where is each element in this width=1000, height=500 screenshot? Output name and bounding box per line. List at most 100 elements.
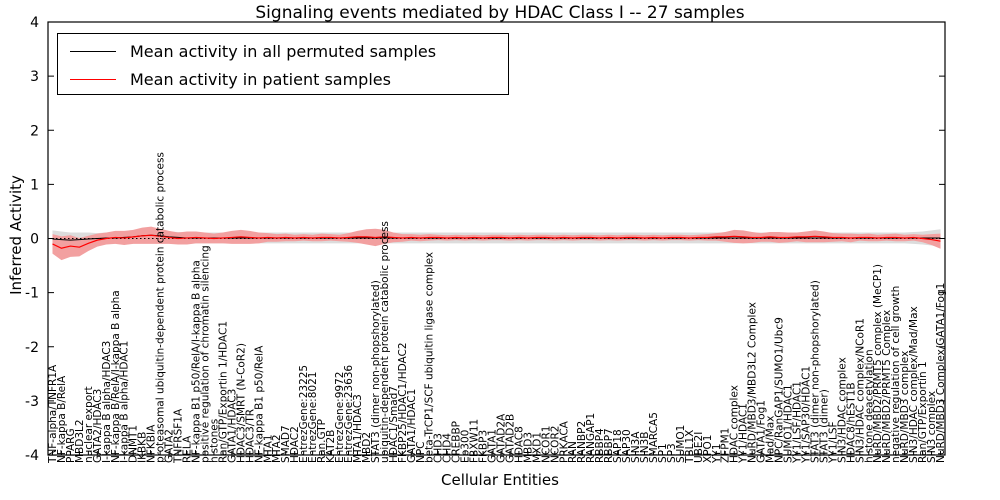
x-tick-label: EntrezGene:23636 [343, 365, 355, 463]
patient-band [52, 226, 941, 261]
legend-line-permuted-icon [70, 50, 116, 52]
x-tick-label: SIN3A [630, 431, 642, 463]
x-tick-label: XPO1 [702, 435, 714, 463]
x-tick-label: NCOR2 [549, 426, 561, 463]
x-tick-label: DNMT1 [128, 425, 140, 463]
x-tick-label: NFKBIA [146, 424, 158, 463]
x-tick-label: positive regulation of chromatin silenci… [199, 245, 211, 463]
x-tick-label: YY1/LSF/HDAC1 [791, 381, 803, 464]
x-tick-label: GATA1 [487, 429, 499, 463]
x-tick-label: SAP18 [612, 429, 624, 463]
x-tick-label: RANGAP1 [585, 413, 597, 463]
x-tick-label: SIN3 complex [926, 391, 938, 463]
legend-entry-permuted: Mean activity in all permuted samples [58, 39, 436, 63]
x-tick-label: HDAC3/TR [244, 409, 256, 463]
x-tick-label: SIN3/HDAC complex/NCoR1 [854, 318, 866, 463]
x-tick-label: SMARCA5 [648, 412, 660, 463]
x-tick-label: YY1 [711, 443, 723, 464]
x-tick-label: GATAD2A [495, 413, 507, 463]
x-tick-label: SUMO1/HDAC1 [783, 384, 795, 463]
x-tick-label: ZFPM1 [720, 428, 732, 463]
x-tick-label: EntrezGene:8021 [307, 372, 319, 463]
x-tick-label: NF-kappa B1 p50/RelA/I-kappa B alpha [191, 260, 203, 463]
x-tick-label: MBD3 [522, 432, 534, 463]
y-tick-label: 0 [30, 232, 39, 248]
legend-entry-patient: Mean activity in patient samples [58, 67, 391, 91]
x-tick-label: Ran/GTP/Exportin 1/HDAC1 [217, 321, 229, 463]
x-tick-label: NF-kappa B/RelA [56, 375, 68, 463]
x-tick-label: NCOR1 [540, 426, 552, 463]
x-tick-label: TBL1X [684, 430, 696, 464]
x-tick-label: PPARG [65, 428, 77, 463]
x-tick-label: HDAC8/hEST1B [845, 382, 857, 463]
patient-mean-line [52, 234, 941, 249]
x-tick-label: HDAC3/SMRT (N-CoR2) [235, 343, 247, 463]
x-tick-label: HDAC1/Smad7 [388, 386, 400, 463]
x-tick-label: negative regulation of cell growth [890, 286, 902, 463]
x-tick-label: MBD3L2 [74, 419, 86, 463]
x-tick-label: NF-kappa B/RelA/I-kappa B alpha [110, 290, 122, 463]
x-tick-label: FBXW11 [469, 419, 481, 463]
legend-line-patient-icon [70, 78, 116, 80]
x-tick-label: SUMO1 [675, 425, 687, 463]
x-tick-label: SIN3B [639, 432, 651, 464]
y-tick-label: 1 [30, 177, 39, 193]
x-tick-label: NuRD/MBD3 Complex/GATA1/Fog1 [935, 283, 947, 463]
x-tick-label: SAP30 [621, 429, 633, 463]
y-axis-label: Inferred Activity [7, 175, 25, 295]
x-tick-label: YY1/HDAC1 [738, 403, 750, 464]
x-tick-label: GATA1/Fog1 [756, 400, 768, 463]
x-tick-label: Ep300 [460, 430, 472, 463]
y-tick-label: 4 [30, 15, 39, 31]
y-tick-label: -1 [25, 286, 39, 302]
x-tick-label: MTA2 [271, 434, 283, 463]
x-tick-label: STAT3 (dimer) [818, 389, 830, 463]
x-tick-label: histone deacetylation [863, 349, 875, 463]
x-tick-label: PRKACA [558, 420, 570, 463]
y-tick-label: 3 [30, 69, 39, 85]
x-tick-label: histones [208, 419, 220, 463]
x-tick-label: EntrezGene:23225 [298, 365, 310, 463]
y-tick-label: -2 [25, 340, 39, 356]
x-tick-label: NuRD/MBD3/MBD3L2 Complex [747, 302, 759, 463]
x-tick-label: proteasomal ubiquitin-dependent protein … [155, 152, 167, 463]
x-tick-label: I-kappa B alpha/HDAC3 [101, 341, 113, 463]
x-tick-label: SIN3/HDAC complex [836, 357, 848, 463]
x-tick-label: NuRD/MBD3 complex [899, 351, 911, 463]
x-tick-label: GATA2 [164, 429, 176, 463]
x-tick-label: NPC/RanGAP1/SUMO1/Ubc9 [774, 317, 786, 463]
x-tick-label: CHD4 [442, 433, 454, 463]
x-tick-label: RELA [182, 435, 194, 463]
x-tick-label: SMAD7 [280, 425, 292, 463]
x-tick-label: MBD2 [361, 432, 373, 463]
x-tick-label: GATA1/HDAC1 [406, 389, 418, 463]
x-tick-label: MXD1 [531, 432, 543, 463]
x-tick-label: HDAC complex [729, 385, 741, 463]
x-tick-label: I-kappa B alpha/HDAC1 [119, 341, 131, 463]
x-tick-label: Ran/GTP/Exportin 1 [917, 361, 929, 463]
x-tick-label: YY1/SAP30/HDAC1 [800, 366, 812, 464]
x-tick-label: beta-TrCP1/SCF ubiquitin ligase complex [424, 252, 436, 463]
x-tick-label: NuRD/MBD2/PRMT5 Complex [881, 310, 893, 463]
x-tick-label: STAT3 (dimer non-phopshorylated) [370, 280, 382, 463]
x-tick-label: Ran.GTP [316, 419, 328, 463]
x-tick-label: FKBP3 [478, 430, 490, 463]
x-tick-label: RAN [567, 441, 579, 463]
x-tick-label: STAT3 (dimer non-phopshorylated) [809, 280, 821, 463]
x-tick-label: NPC [415, 441, 427, 463]
x-tick-label: KAT2B [325, 430, 337, 463]
x-tick-label: MTA1/HDAC3 [352, 394, 364, 463]
x-tick-label: IKBKB [137, 432, 149, 463]
x-tick-label: UBE2I [693, 432, 705, 463]
y-tick-label: -3 [25, 394, 39, 410]
x-axis-label: Cellular Entities [441, 471, 559, 489]
x-tick-label: HDAC2 [289, 426, 301, 463]
legend-label-patient: Mean activity in patient samples [130, 69, 391, 89]
x-tick-label: GATAD2B [504, 414, 516, 463]
x-tick-label: NF-kappa B1 p50/RelA [253, 345, 265, 463]
x-tick-label: FKBP25/HDAC1/HDAC2 [397, 342, 409, 463]
y-tick-label: -4 [25, 448, 39, 464]
y-tick-label: 2 [30, 123, 39, 139]
